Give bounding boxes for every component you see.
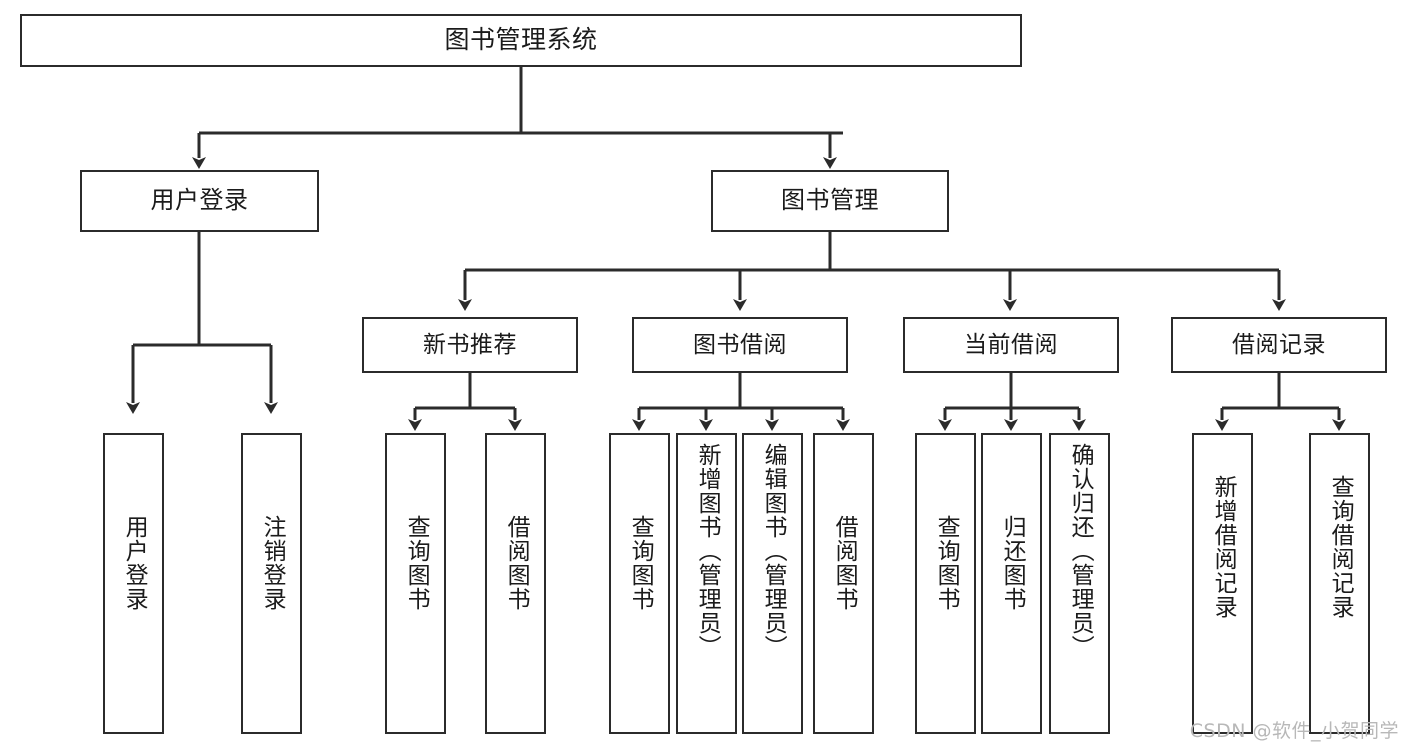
leaf-user-login-label: 用户登录 (121, 515, 148, 611)
node-user-login[interactable]: 用户登录 (80, 170, 319, 232)
leaf-add-book-admin[interactable]: 新增图书（管理员） (676, 433, 737, 734)
node-current-borrow[interactable]: 当前借阅 (903, 317, 1119, 373)
node-user-login-label: 用户登录 (150, 186, 249, 215)
leaf-confirm-return-admin[interactable]: 确认归还（管理员） (1049, 433, 1110, 734)
leaf-user-login[interactable]: 用户登录 (103, 433, 164, 734)
node-book-borrow[interactable]: 图书借阅 (632, 317, 848, 373)
node-new-book-recommend[interactable]: 新书推荐 (362, 317, 578, 373)
node-new-book-recommend-label: 新书推荐 (423, 331, 517, 358)
leaf-query-book-2[interactable]: 查询图书 (609, 433, 670, 734)
leaf-borrow-book-1-label: 借阅图书 (503, 515, 530, 611)
node-book-management-label: 图书管理 (781, 186, 879, 215)
leaf-edit-book-admin[interactable]: 编辑图书（管理员） (742, 433, 803, 734)
node-current-borrow-label: 当前借阅 (964, 331, 1058, 358)
leaf-edit-book-admin-label: 编辑图书（管理员） (760, 443, 787, 659)
node-borrow-record[interactable]: 借阅记录 (1171, 317, 1387, 373)
leaf-query-borrow-record-label: 查询借阅记录 (1327, 475, 1354, 619)
csdn-watermark: CSDN @软件_小贺同学 (1189, 720, 1399, 742)
node-book-borrow-label: 图书借阅 (693, 331, 787, 358)
leaf-query-book-3[interactable]: 查询图书 (915, 433, 976, 734)
leaf-return-book[interactable]: 归还图书 (981, 433, 1042, 734)
leaf-query-book-1[interactable]: 查询图书 (385, 433, 446, 734)
leaf-add-book-admin-label: 新增图书（管理员） (694, 443, 721, 659)
leaf-confirm-return-admin-label: 确认归还（管理员） (1067, 443, 1094, 659)
node-book-management[interactable]: 图书管理 (711, 170, 949, 232)
leaf-borrow-book-1[interactable]: 借阅图书 (485, 433, 546, 734)
node-root[interactable]: 图书管理系统 (20, 14, 1022, 67)
leaf-logout-login-label: 注销登录 (259, 515, 286, 611)
leaf-query-book-1-label: 查询图书 (403, 515, 430, 611)
leaf-add-borrow-record-label: 新增借阅记录 (1210, 475, 1237, 619)
leaf-query-borrow-record[interactable]: 查询借阅记录 (1309, 433, 1370, 734)
node-root-label: 图书管理系统 (444, 25, 598, 55)
node-borrow-record-label: 借阅记录 (1232, 331, 1326, 358)
leaf-return-book-label: 归还图书 (999, 515, 1026, 611)
leaf-query-book-2-label: 查询图书 (627, 515, 654, 611)
leaf-query-book-3-label: 查询图书 (933, 515, 960, 611)
leaf-logout-login[interactable]: 注销登录 (241, 433, 302, 734)
leaf-borrow-book-2-label: 借阅图书 (831, 515, 858, 611)
leaf-borrow-book-2[interactable]: 借阅图书 (813, 433, 874, 734)
leaf-add-borrow-record[interactable]: 新增借阅记录 (1192, 433, 1253, 734)
